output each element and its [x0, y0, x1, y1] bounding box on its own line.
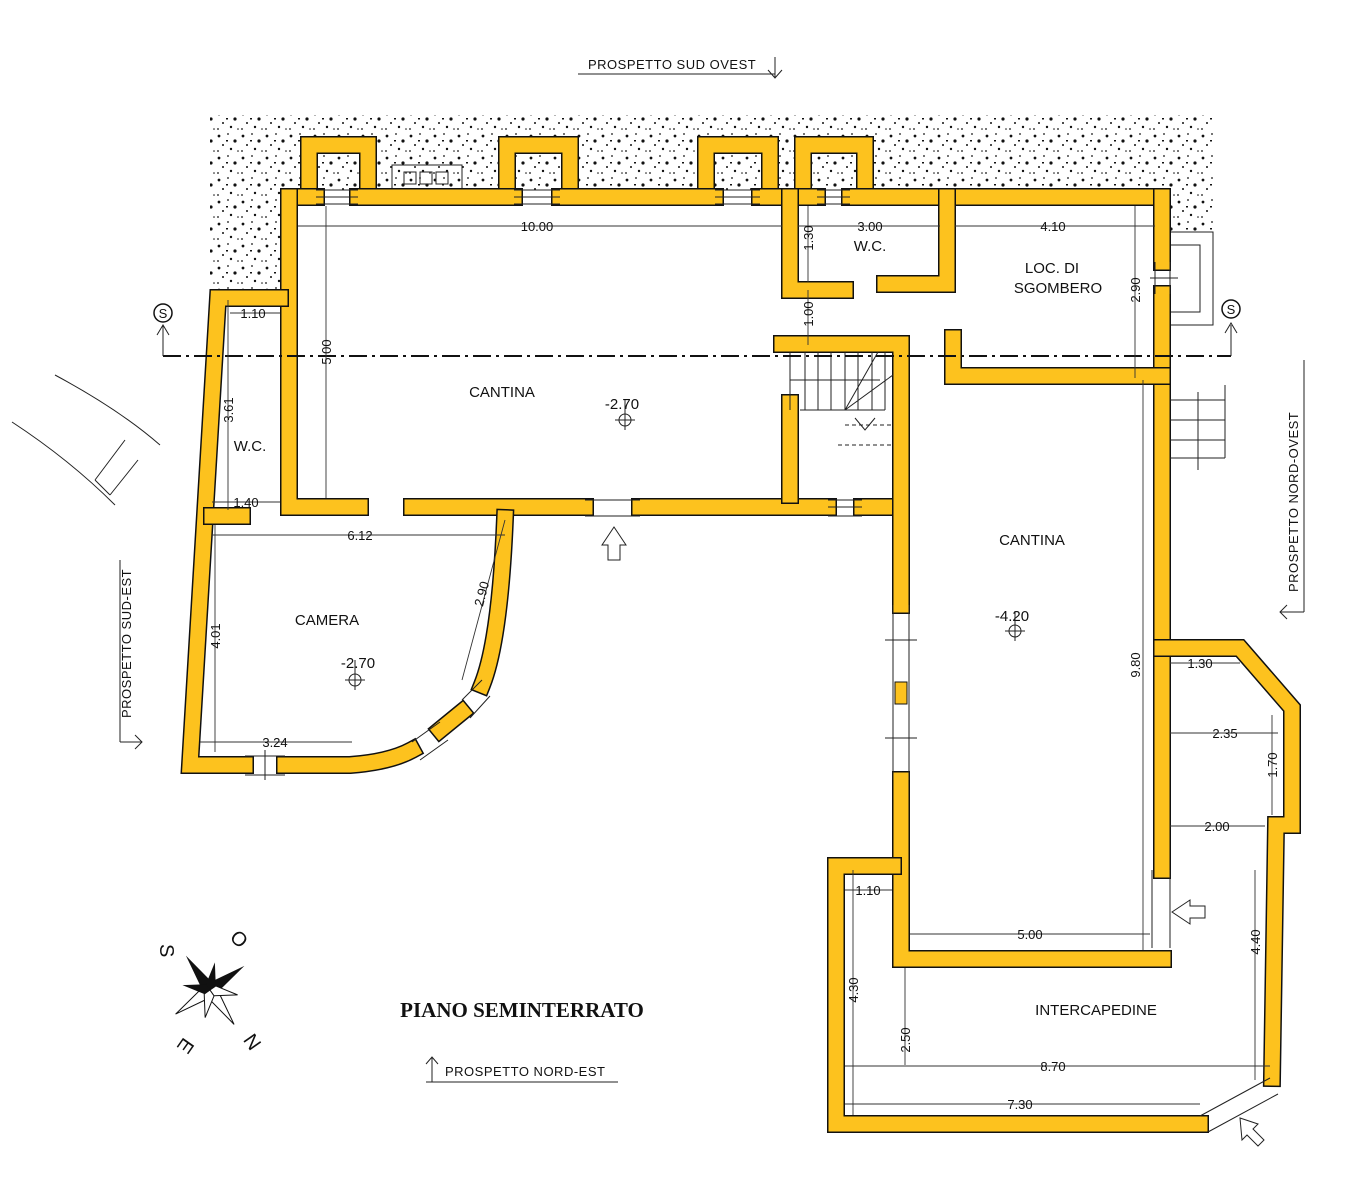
level-cantina-2: -4.20 [995, 608, 1029, 625]
compass-rose-icon [175, 955, 245, 1025]
entrance-arrow-icon [601, 526, 627, 561]
wall-outline [827, 857, 1209, 1133]
road-curve [11, 374, 161, 506]
wall [1154, 640, 1300, 1086]
dim-label: 1.40 [233, 495, 258, 510]
dim-label: 2.35 [1212, 726, 1237, 741]
dim-label: 1.10 [855, 883, 880, 898]
dim-label: 1.10 [240, 306, 265, 321]
elevation-sud-est: PROSPETTO SUD-EST [119, 569, 134, 718]
section-line: S S [153, 299, 1241, 357]
wall [182, 290, 288, 773]
room-wc-1: W.C. [854, 238, 887, 255]
dimension-lines [200, 206, 1278, 1115]
dim-label: 4.10 [1040, 219, 1065, 234]
dim-label: 5.00 [1017, 927, 1042, 942]
section-marker-right: S [1227, 302, 1236, 317]
light-well [698, 137, 778, 198]
room-wc-2: W.C. [234, 438, 267, 455]
light-well [795, 137, 873, 198]
dim-label: 4.30 [846, 977, 861, 1002]
dim-label: 1.00 [801, 301, 816, 326]
room-cantina-2: CANTINA [999, 532, 1065, 549]
walls [180, 188, 1301, 1133]
section-marker-left: S [159, 306, 168, 321]
dim-label: 2.90 [471, 580, 492, 608]
level-marker-icons [345, 400, 1025, 690]
entrance-arrow-icon [1239, 1117, 1265, 1147]
dim-label: 1.70 [1265, 752, 1280, 777]
dim-label: 9.80 [1128, 652, 1143, 677]
plan-title: PIANO SEMINTERRATO [400, 998, 644, 1022]
compass-n: N [240, 1029, 266, 1053]
wall [774, 336, 909, 613]
room-sgombero-line2: SGOMBERO [1014, 280, 1102, 297]
compass-e: E [172, 1034, 198, 1058]
dim-label: 4.01 [208, 623, 223, 648]
wall [945, 330, 1170, 384]
elevation-nord-ovest: PROSPETTO NORD-OVEST [1286, 412, 1301, 592]
room-labels: CANTINA W.C. LOC. DI SGOMBERO W.C. CAMER… [234, 238, 1157, 1019]
dim-label: 3.24 [262, 735, 287, 750]
dim-label: 10.00 [521, 219, 554, 234]
elevation-nord-est: PROSPETTO NORD-EST [445, 1064, 605, 1079]
wall [828, 858, 1208, 1132]
stairs [789, 351, 1226, 470]
dim-label: 4.40 [1248, 929, 1263, 954]
dim-label: 5.00 [319, 339, 334, 364]
wall-outline [773, 335, 910, 614]
elevation-sud-ovest: PROSPETTO SUD OVEST [588, 57, 756, 72]
light-well [499, 137, 578, 198]
room-cantina-1: CANTINA [469, 384, 535, 401]
dimension-labels: 10.00 3.00 4.10 1.30 1.00 2.90 5.00 1.10… [208, 219, 1280, 1112]
dim-label: 2.00 [1204, 819, 1229, 834]
room-intercapedine: INTERCAPEDINE [1035, 1002, 1157, 1019]
level-cantina-1: -2.70 [605, 396, 639, 413]
compass-o: O [226, 925, 253, 952]
room-camera: CAMERA [295, 612, 359, 629]
wall [782, 189, 955, 298]
level-camera: -2.70 [341, 655, 375, 672]
entrance-arrow-icon [1171, 899, 1206, 925]
compass-s: S [155, 944, 177, 957]
dim-label: 7.30 [1007, 1097, 1032, 1112]
dim-label: 2.90 [1128, 277, 1143, 302]
entrance-arrows [601, 526, 1265, 1147]
dim-label: 1.30 [1187, 656, 1212, 671]
wall [893, 772, 1171, 967]
windows [245, 189, 1279, 1133]
dim-label: 3.61 [221, 397, 236, 422]
dim-label: 3.00 [857, 219, 882, 234]
light-wells [300, 136, 1214, 326]
elevation-labels: PROSPETTO SUD OVEST PROSPETTO NORD-EST P… [119, 57, 1305, 1083]
dim-label: 2.50 [898, 1027, 913, 1052]
light-well [301, 137, 376, 198]
wall [277, 510, 513, 773]
dim-label: 6.12 [347, 528, 372, 543]
dim-label: 1.30 [801, 225, 816, 250]
room-sgombero-line1: LOC. DI [1025, 260, 1079, 277]
dim-label: 8.70 [1040, 1059, 1065, 1074]
